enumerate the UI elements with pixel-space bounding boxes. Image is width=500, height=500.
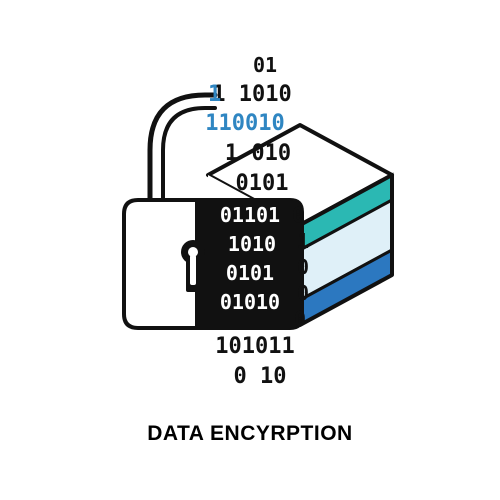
binary-accent-digit: 1 (208, 82, 221, 107)
binary-row: 01 (253, 53, 277, 77)
binary-row: 1010 (228, 232, 276, 256)
side-digit: 0 (292, 203, 304, 227)
binary-row: 0 10 (234, 364, 287, 389)
side-digit-column: 0 1 0 0 0 (292, 203, 309, 331)
lock-body-icon (122, 198, 304, 330)
binary-row: 01010 (220, 290, 280, 314)
binary-row: 1 010 (225, 141, 291, 166)
lock-shackle-icon (147, 92, 218, 203)
binary-row: 1 1010 (212, 82, 291, 107)
side-digit: 0 (294, 307, 306, 331)
binary-stream: 01 1 1010 1 110010 1 010 0101 01101 1010… (205, 53, 294, 389)
binary-row: 01101 (220, 203, 280, 227)
binary-row: 110010 (205, 111, 284, 136)
lock-dark-panel (195, 200, 302, 328)
illustration-caption: DATA ENCYRPTION (147, 422, 353, 445)
side-digit: 0 (297, 281, 309, 305)
side-digit: 0 (297, 255, 309, 279)
binary-row: 0101 (236, 171, 289, 196)
binary-row: 0101 (226, 261, 274, 285)
binary-row: 101011 (215, 334, 294, 359)
side-digit: 1 (297, 229, 309, 253)
keyhole-icon (181, 240, 205, 292)
